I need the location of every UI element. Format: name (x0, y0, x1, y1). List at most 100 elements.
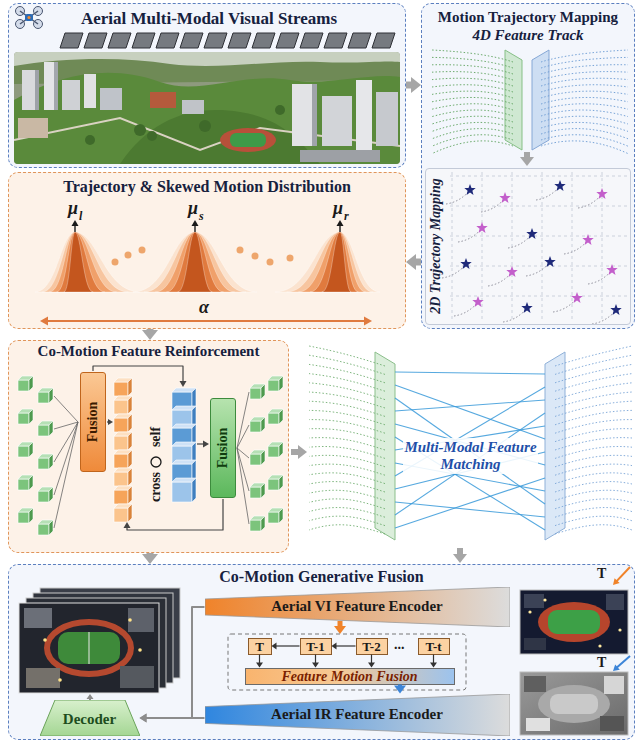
frame-thumbnail (180, 33, 203, 48)
feature-cube (38, 392, 49, 403)
aerial-city-image (312, 84, 317, 146)
visible-image (606, 594, 624, 610)
fused-image-stack (58, 632, 120, 664)
feature-track (541, 57, 628, 68)
feature-cube (128, 396, 132, 414)
track-star (521, 302, 532, 313)
vertical-label: Fusion (215, 413, 231, 483)
grid-line (450, 266, 628, 267)
feature-track (555, 508, 632, 518)
encoder-trapezoid (205, 587, 510, 627)
connector-head (272, 643, 277, 650)
trajectory-path (446, 190, 470, 204)
feature-track (541, 104, 628, 110)
panel-ground (8, 564, 635, 740)
feature-track (541, 91, 628, 98)
frame-thumbnail (252, 33, 275, 48)
motion-distribution (49, 232, 116, 292)
feature-track (541, 110, 628, 117)
feature-track (541, 78, 628, 86)
aerial-city-image (376, 92, 398, 146)
mean-subscript: l (79, 210, 82, 222)
visible-image (524, 638, 546, 650)
connector-arrow (142, 553, 158, 564)
visible-image (538, 602, 610, 642)
frame-thumbnail (156, 33, 179, 48)
fused-image-stack (19, 588, 180, 693)
connector-arrow (406, 254, 421, 270)
feature-link (54, 422, 78, 462)
mean-symbol: μ (68, 199, 78, 218)
grid-line (572, 172, 573, 321)
feature-cube (128, 414, 132, 432)
feature-track (432, 91, 513, 98)
track-star (464, 184, 475, 195)
mean-arrow-head (337, 220, 344, 226)
feature-cube (128, 432, 132, 450)
trajectory-path (454, 302, 478, 316)
generative-panel: Co-Motion Generative FusionAerial VI Fea… (8, 564, 635, 740)
match-line (395, 400, 545, 411)
aerial-city-image (199, 120, 211, 132)
feature-cube (279, 508, 283, 523)
fused-image-stack (138, 648, 142, 652)
feature-track (555, 374, 632, 392)
fused-image-stack (128, 618, 132, 622)
feature-track (541, 85, 628, 92)
feature-cube (279, 475, 283, 490)
mean-symbol: μ (333, 199, 343, 218)
aerial-city-image (182, 100, 204, 114)
infrared-image (524, 676, 546, 692)
feature-cube (114, 400, 128, 414)
feature-cube (268, 512, 279, 523)
fused-image-stack (19, 603, 159, 693)
frame-thumbnail (276, 33, 299, 48)
aerial-city-image (275, 105, 285, 115)
connector-arrow (394, 685, 406, 694)
trajectory-path (526, 262, 550, 276)
time-window-frame (228, 634, 466, 690)
panel-title: Motion Trajectory Mapping (438, 8, 618, 26)
connector-head (312, 663, 319, 668)
feature-track (541, 116, 628, 124)
connector-arrow (140, 607, 205, 723)
fused-image-stack (128, 608, 154, 632)
connector-arrow (256, 655, 263, 668)
feature-track (432, 135, 513, 146)
feature-track (555, 355, 632, 374)
trajectory-path (481, 198, 505, 212)
connector-arrow (272, 643, 300, 650)
panel-ground (8, 3, 406, 168)
feature-track (555, 525, 632, 534)
aerial-city-image (14, 52, 400, 164)
match-line (395, 478, 545, 528)
mean-symbol: μ (188, 199, 198, 218)
connector-arrow (368, 655, 375, 668)
flow-arrow-head (334, 626, 346, 634)
track-star (596, 188, 607, 199)
drone-icon (20, 11, 38, 24)
match-line (395, 387, 545, 476)
feature-cube (114, 454, 128, 468)
feature-cube (18, 479, 29, 490)
aerial-city-image (84, 74, 96, 108)
trajectory-dot (139, 247, 146, 254)
frame-thumbnail (60, 33, 83, 48)
feature-track (309, 525, 385, 534)
aerial-city-image (292, 84, 312, 146)
decoder-trapezoid: Decoder (40, 700, 140, 736)
connector-arrow (406, 77, 421, 93)
aerial-city-image (85, 135, 95, 145)
connector-head (256, 663, 263, 668)
feature-cube (261, 450, 265, 465)
connector-arrow (140, 714, 205, 723)
feature-cube (261, 516, 265, 531)
trajectory-path (553, 298, 577, 312)
feature-cube (38, 425, 49, 436)
decoration (18, 33, 632, 700)
frame-thumbnail (204, 33, 227, 48)
time-arrow-head (613, 664, 620, 671)
fused-image-stack (58, 678, 62, 682)
connector-head (140, 714, 147, 723)
feature-cube (128, 378, 132, 396)
